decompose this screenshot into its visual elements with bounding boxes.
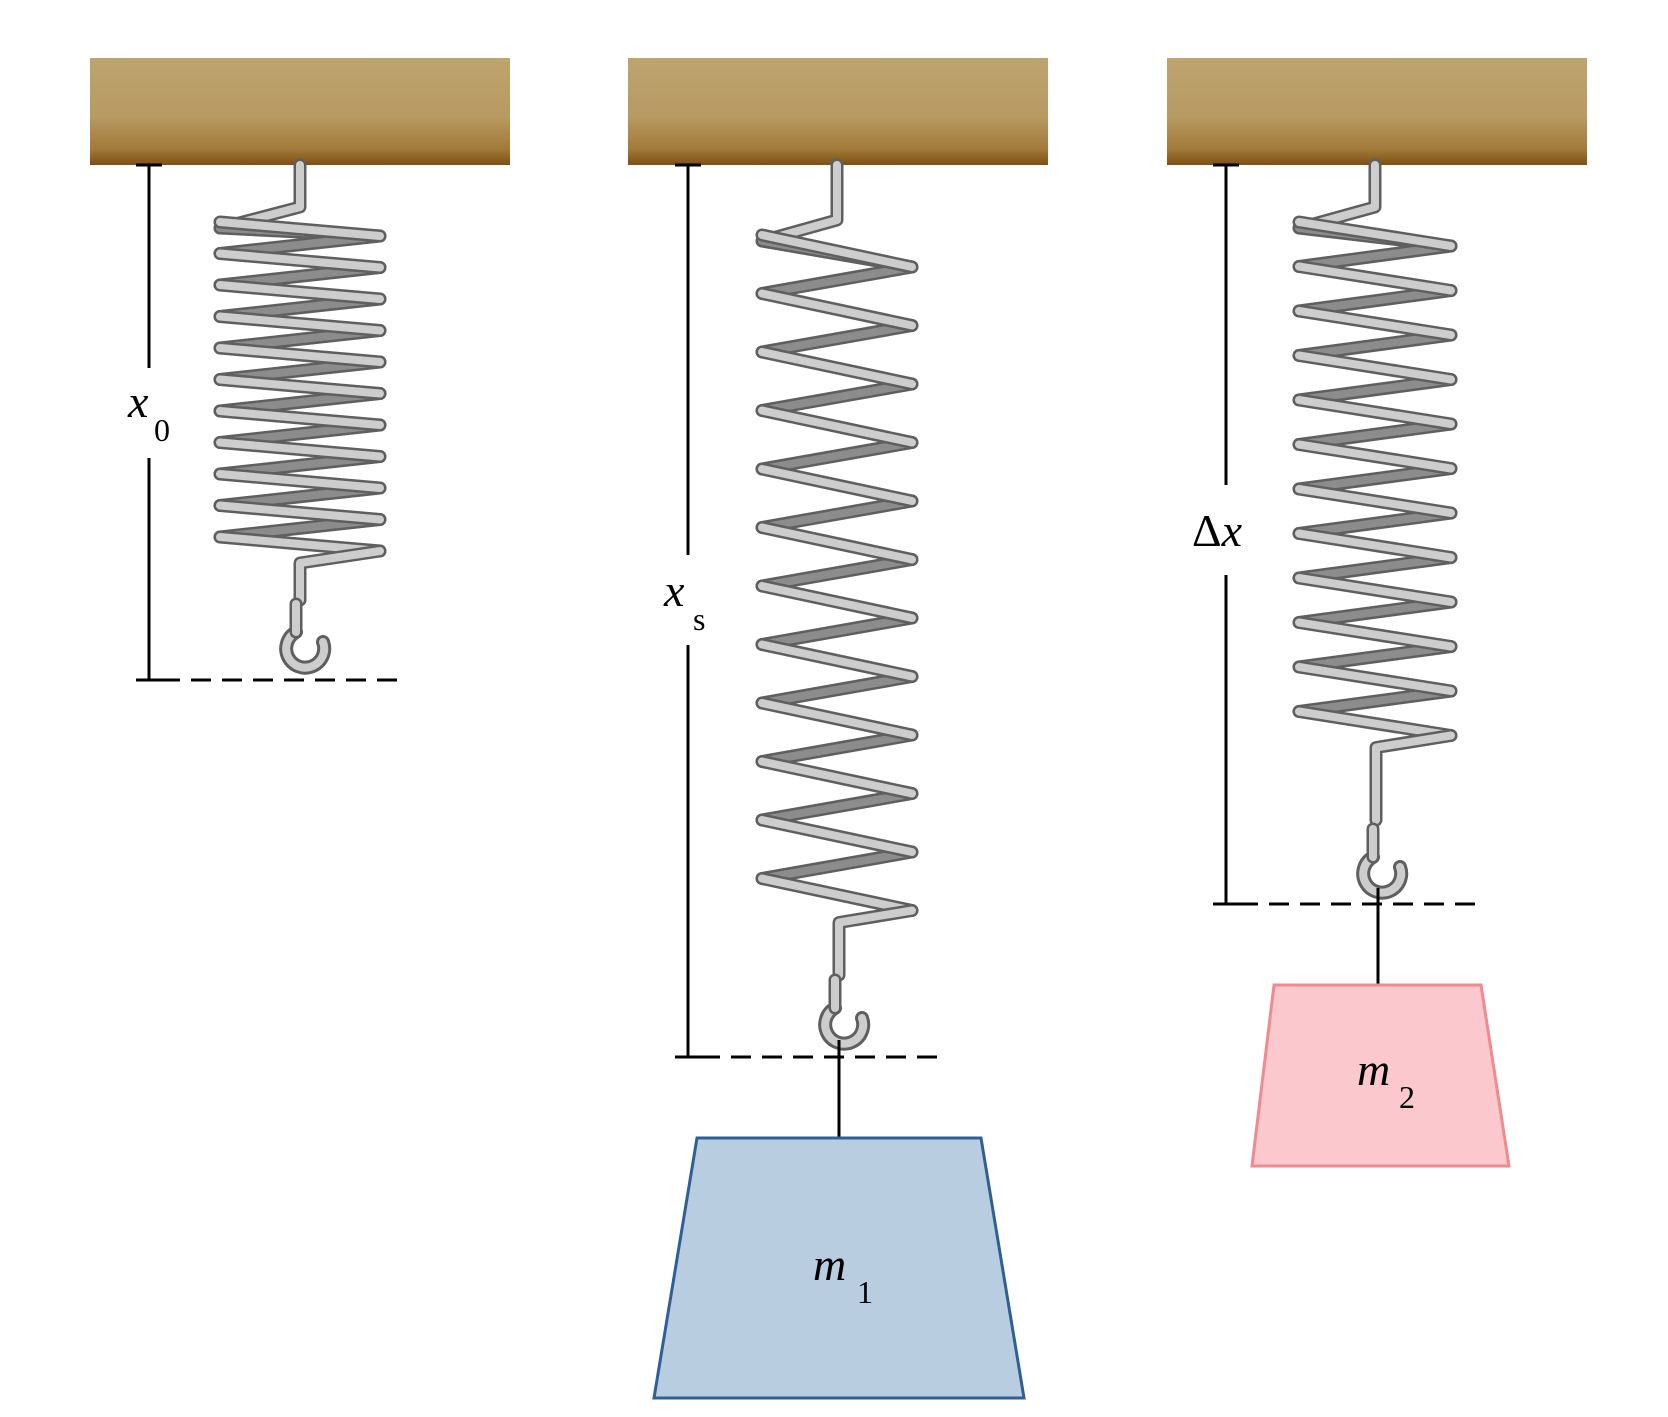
ceiling-2: [628, 58, 1048, 165]
panel-mass-2: Δx m2: [1167, 58, 1587, 1168]
spring-back-strands: [216, 224, 384, 541]
spring-back-strands: [1295, 224, 1455, 716]
spring-bottom-wire: [1372, 731, 1455, 824]
spring-bottom-wire: [835, 906, 916, 979]
hook-3: [1356, 822, 1409, 900]
spring-bottom-wire: [296, 547, 384, 604]
mass-1-label: m1: [813, 1239, 873, 1310]
hook-curve: [1359, 853, 1406, 897]
spring-front-strands: [1295, 218, 1455, 740]
dimension-line-xs: [675, 163, 701, 1059]
label-x0: x0: [127, 376, 170, 448]
mass-2-label: m2: [1357, 1044, 1415, 1115]
spring-1: [213, 158, 387, 607]
spring-back-strands: [758, 237, 916, 883]
panel-unloaded: x0: [90, 58, 510, 682]
mass-2: [1250, 983, 1511, 1168]
hook-2: [818, 973, 871, 1051]
panel-mass-1: xs m1: [628, 58, 1048, 1400]
spring-2: [755, 158, 919, 982]
dimension-line-delta-x: [1213, 163, 1239, 906]
ceiling-1: [90, 58, 510, 165]
dimension-line-x0: [136, 163, 162, 682]
mass-1: [652, 1136, 1026, 1400]
label-xs: xs: [663, 565, 705, 637]
delta-symbol: Δ: [1192, 505, 1222, 556]
spring-front-strands: [758, 231, 916, 915]
hook-curve: [282, 628, 329, 672]
label-delta-x: Δx: [1192, 505, 1243, 556]
hook-1: [279, 597, 332, 675]
ceiling-3: [1167, 58, 1587, 165]
spring-3: [1292, 158, 1458, 827]
spring-front-strands: [216, 218, 384, 555]
delta-var: x: [1221, 505, 1243, 556]
